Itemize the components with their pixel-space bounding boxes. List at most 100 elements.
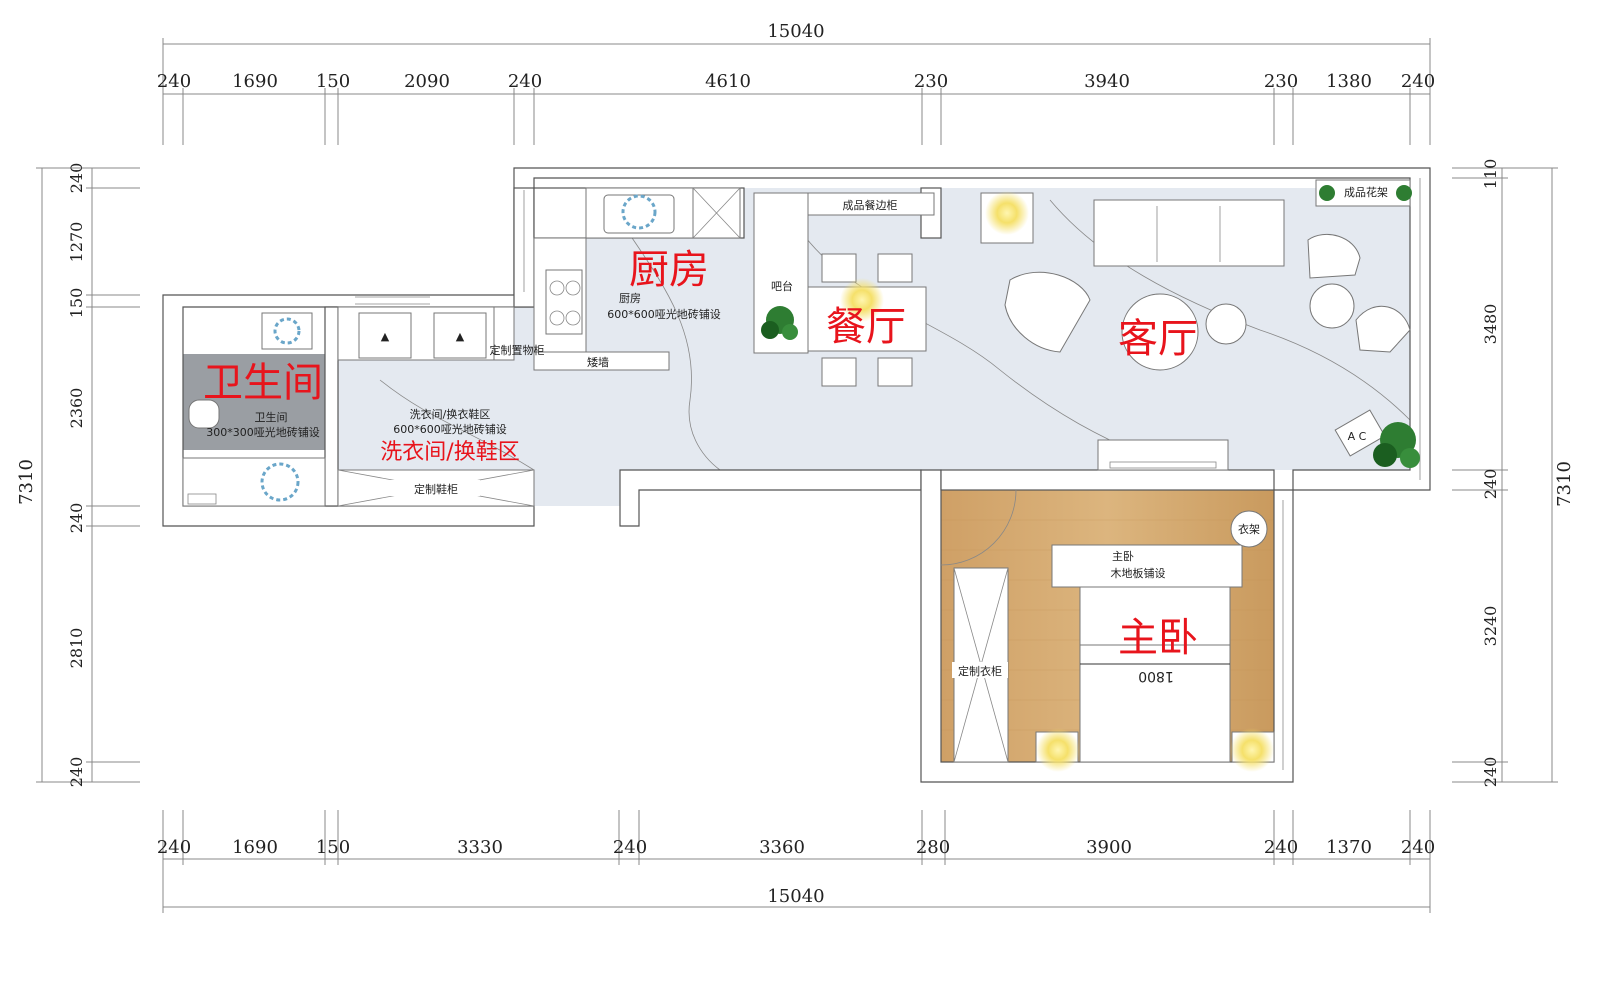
dim-right-label: 3480 [1481, 304, 1500, 345]
bathroom-floor-label: 300*300哑光地砖铺设 [206, 425, 320, 439]
plant-icon [1319, 185, 1412, 201]
dim-right-label: 110 [1481, 159, 1500, 190]
door-swing [940, 489, 1017, 566]
living-room: 成品花架 A C 客厅 [980, 179, 1420, 471]
dim-bottom-label: 240 [613, 837, 647, 858]
kitchen-floor-label: 600*600哑光地砖铺设 [607, 307, 721, 321]
plant-icon [1373, 422, 1420, 468]
dim-top-label: 2090 [404, 71, 450, 92]
dim-top-label: 3940 [1084, 71, 1130, 92]
coat-rack-label: 衣架 [1238, 522, 1260, 536]
sink [603, 194, 675, 234]
dim-top-label: 240 [1401, 71, 1435, 92]
shoe-cabinet-label: 定制鞋柜 [414, 482, 458, 496]
coat-rack [1230, 510, 1268, 548]
dim-top-label: 230 [1264, 71, 1298, 92]
toilet [188, 399, 220, 429]
dim-left-label: 2810 [67, 628, 86, 669]
bar-label: 吧台 [771, 279, 793, 293]
dim-right-label: 3240 [1481, 606, 1500, 647]
wardrobe-label: 定制衣柜 [958, 664, 1002, 678]
dim-left-label: 240 [67, 757, 86, 788]
dim-left-label: 2360 [67, 388, 86, 429]
chair [877, 357, 913, 387]
washing-machine [433, 312, 487, 359]
dining: 吧台 成品餐边柜 餐厅 [753, 192, 935, 387]
dim-bottom-label: 3360 [759, 837, 805, 858]
water-splash-icon [273, 317, 301, 345]
dim-top-total: 15040 [767, 21, 824, 42]
dim-bottom-label: 240 [1401, 837, 1435, 858]
air-conditioner [1334, 409, 1386, 457]
dim-right-label: 240 [1481, 469, 1500, 500]
flower-rack-label: 成品花架 [1344, 186, 1388, 199]
dim-bottom-label: 1690 [232, 837, 278, 858]
dim-top-label: 150 [316, 71, 350, 92]
dim-top-label: 240 [157, 71, 191, 92]
dim-bottom-label: 240 [1264, 837, 1298, 858]
room-label-dining: 餐厅 [826, 304, 906, 350]
chair [877, 253, 913, 283]
machine-icon: ▲ [381, 330, 390, 343]
ac-label: A C [1348, 430, 1367, 443]
laundry-floor-label: 600*600哑光地砖铺设 [393, 422, 507, 436]
dim-bottom-total: 15040 [767, 886, 824, 907]
dimension-lines: 15040 240 1690 150 2090 240 4610 230 394… [16, 21, 1575, 913]
dim-left-label: 240 [67, 163, 86, 194]
dim-bottom-label: 280 [916, 837, 950, 858]
coffee-table [1121, 293, 1199, 371]
side-table [1205, 303, 1247, 345]
dim-top-label: 4610 [705, 71, 751, 92]
dim-left-label: 1270 [67, 222, 86, 263]
dim-left-label: 150 [67, 288, 86, 319]
dim-top-label: 1380 [1326, 71, 1372, 92]
machine-icon: ▲ [456, 330, 465, 343]
dim-bottom-label: 3900 [1086, 837, 1132, 858]
laundry-floor [338, 360, 534, 470]
laundry-name-label: 洗衣间/换衣鞋区 [410, 407, 491, 421]
room-label-bathroom: 卫生间 [203, 360, 323, 406]
bathroom: 卫生间 300*300哑光地砖铺设 卫生间 [182, 312, 326, 507]
bedroom-info-panel [1051, 544, 1243, 588]
laundry: ▲ ▲ 定制置物柜 洗衣间/换衣鞋区 600*600哑光地砖铺设 洗衣间/换鞋区… [337, 306, 545, 507]
tv-cabinet [1097, 439, 1229, 471]
dim-bottom-label: 3330 [457, 837, 503, 858]
water-splash-icon [260, 462, 300, 502]
kitchen: 矮墙 厨房 600*600哑光地砖铺设 厨房 [533, 187, 741, 371]
dim-left-label: 240 [67, 503, 86, 534]
dim-right-label: 240 [1481, 757, 1500, 788]
dim-top-label: 1690 [232, 71, 278, 92]
dim-bottom-label: 150 [316, 837, 350, 858]
armchair [1355, 305, 1411, 353]
bedroom-floor-label: 木地板铺设 [1111, 566, 1166, 580]
dim-top-label: 230 [914, 71, 948, 92]
plant-icon [761, 306, 798, 340]
sideboard [807, 192, 935, 216]
dim-right-total: 7310 [1554, 461, 1575, 507]
room-label-living: 客厅 [1118, 316, 1198, 362]
chair [821, 253, 857, 283]
sofa [1093, 199, 1285, 267]
dim-top-label: 240 [508, 71, 542, 92]
room-label-laundry: 洗衣间/换鞋区 [380, 440, 519, 465]
bed-width-label: 1800 [1138, 668, 1174, 684]
armchair [1004, 271, 1091, 353]
lamp-light [1230, 728, 1274, 772]
chair [821, 357, 857, 387]
storage-cabinet-label: 定制置物柜 [490, 343, 545, 357]
room-label-bedroom: 主卧 [1118, 615, 1198, 661]
dim-bottom-label: 240 [157, 837, 191, 858]
round-stool [1309, 283, 1355, 329]
short-wall-label: 矮墙 [587, 355, 609, 369]
bathroom-name-label: 卫生间 [255, 410, 288, 424]
master-bedroom: 定制衣柜 主卧 木地板铺设 1800 衣架 主卧 [940, 489, 1275, 772]
room-label-kitchen: 厨房 [629, 247, 709, 293]
armchair [1307, 233, 1361, 279]
washing-machine [358, 312, 412, 359]
pendant-lamp [840, 278, 884, 322]
dim-bottom-label: 1370 [1326, 837, 1372, 858]
lamp-light [1036, 728, 1080, 772]
walls [162, 167, 1431, 783]
shower-area [182, 457, 326, 507]
dim-left-total: 7310 [16, 459, 37, 505]
